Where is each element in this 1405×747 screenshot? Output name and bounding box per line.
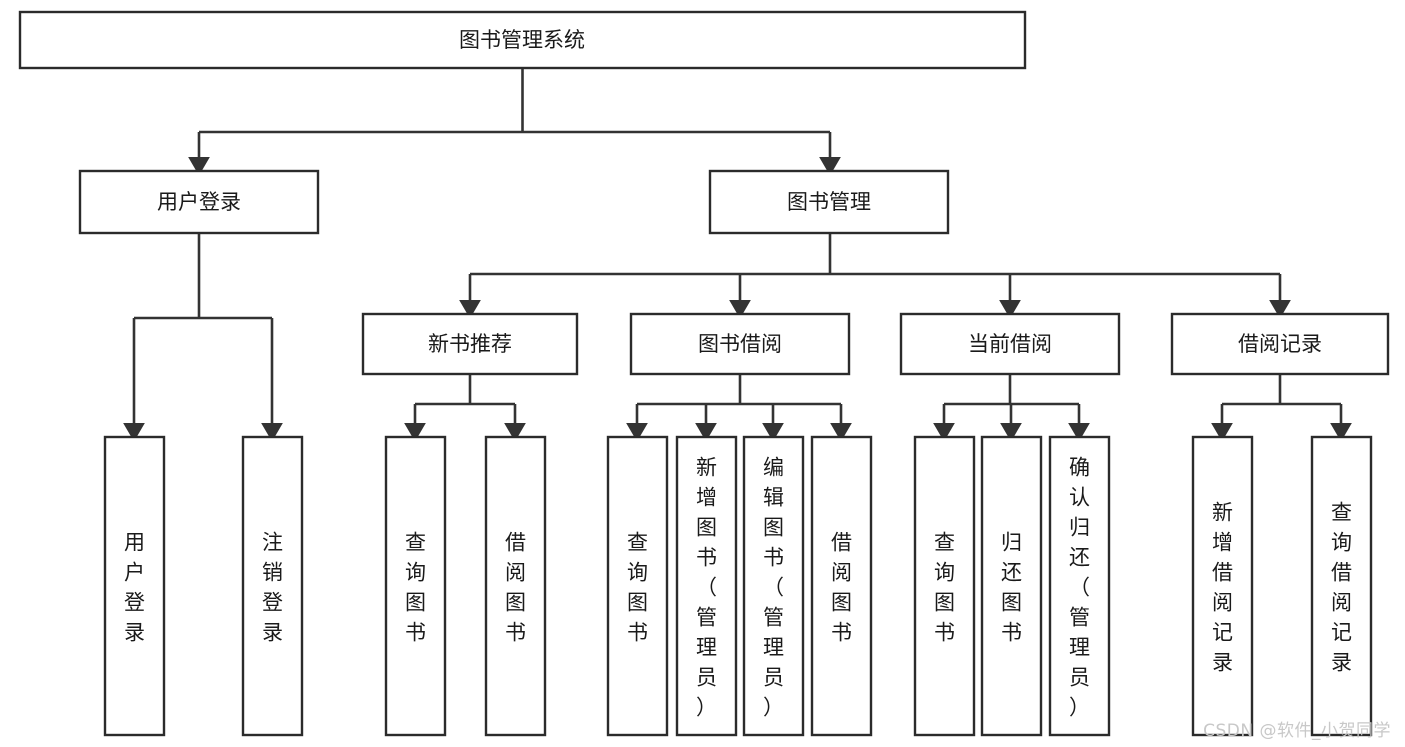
leaf-confirm-return-admin-label: 确认归还（管理员）: [1069, 455, 1090, 719]
node-current-borrow[interactable]: 当前借阅: [899, 312, 1121, 376]
leaf-logout-box[interactable]: [241, 435, 304, 737]
leaf-user-login-label: 用户登录: [124, 530, 145, 644]
node-book-borrow-box[interactable]: [629, 312, 851, 376]
leaf-borrow-book-recommend-label: 借阅图书: [505, 530, 526, 644]
leaf-node-query-book-recommend[interactable]: 查询图书: [384, 435, 447, 737]
connector-group-new-book-recommend: [404, 374, 526, 442]
leaf-borrow-book-box[interactable]: [810, 435, 873, 737]
leaf-node-edit-book-admin[interactable]: 编辑图书（管理员）: [742, 435, 805, 737]
csdn-watermark: CSDN @软件_小贺同学: [1203, 721, 1391, 741]
leaf-node-return-book[interactable]: 归还图书: [980, 435, 1043, 737]
leaf-query-book-recommend-label: 查询图书: [405, 530, 426, 644]
leaf-confirm-return-admin-box[interactable]: [1048, 435, 1111, 737]
node-book-management-box[interactable]: [708, 169, 950, 235]
leaf-borrow-book-label: 借阅图书: [831, 530, 852, 644]
leaf-node-query-book-borrow[interactable]: 查询图书: [606, 435, 669, 737]
leaf-add-borrow-record-label: 新增借阅记录: [1212, 500, 1233, 674]
leaf-node-confirm-return-admin[interactable]: 确认归还（管理员）: [1048, 435, 1111, 737]
node-borrow-record[interactable]: 借阅记录: [1170, 312, 1390, 376]
leaf-logout-label: 注销登录: [262, 530, 283, 644]
connector-group-user-login: [123, 233, 283, 442]
node-borrow-record-box[interactable]: [1170, 312, 1390, 376]
leaf-node-user-login[interactable]: 用户登录: [103, 435, 166, 737]
leaf-node-add-book-admin[interactable]: 新增图书（管理员）: [675, 435, 738, 737]
connector-group-current-borrow: [933, 374, 1090, 442]
leaf-query-book-current-label: 查询图书: [934, 530, 955, 644]
node-book-borrow[interactable]: 图书借阅: [629, 312, 851, 376]
leaf-add-borrow-record-box[interactable]: [1191, 435, 1254, 737]
leaf-return-book-label: 归还图书: [1001, 530, 1022, 644]
node-new-book-recommend[interactable]: 新书推荐: [361, 312, 579, 376]
leaf-edit-book-admin-label: 编辑图书（管理员）: [763, 455, 784, 719]
node-new-book-recommend-box[interactable]: [361, 312, 579, 376]
leaf-query-book-current-box[interactable]: [913, 435, 976, 737]
node-current-borrow-box[interactable]: [899, 312, 1121, 376]
leaf-node-borrow-book-recommend[interactable]: 借阅图书: [484, 435, 547, 737]
node-root-label: 图书管理系统: [459, 28, 585, 52]
node-borrow-record-label: 借阅记录: [1238, 332, 1322, 356]
connector-group-root: [188, 68, 841, 176]
node-user-login-box[interactable]: [78, 169, 320, 235]
node-book-management-label: 图书管理: [787, 190, 871, 214]
leaf-add-book-admin-box[interactable]: [675, 435, 738, 737]
leaf-node-borrow-book[interactable]: 借阅图书: [810, 435, 873, 737]
leaf-edit-book-admin-box[interactable]: [742, 435, 805, 737]
node-root[interactable]: 图书管理系统: [18, 10, 1027, 70]
node-root-box[interactable]: [18, 10, 1027, 70]
leaf-node-logout[interactable]: 注销登录: [241, 435, 304, 737]
leaf-return-book-box[interactable]: [980, 435, 1043, 737]
leaf-add-book-admin-label: 新增图书（管理员）: [696, 455, 717, 719]
node-user-login[interactable]: 用户登录: [78, 169, 320, 235]
leaf-query-borrow-record-label: 查询借阅记录: [1331, 500, 1352, 674]
leaf-node-query-borrow-record[interactable]: 查询借阅记录: [1310, 435, 1373, 737]
leaf-node-add-borrow-record[interactable]: 新增借阅记录: [1191, 435, 1254, 737]
leaf-query-borrow-record-box[interactable]: [1310, 435, 1373, 737]
leaf-borrow-book-recommend-box[interactable]: [484, 435, 547, 737]
leaf-query-book-borrow-label: 查询图书: [627, 530, 648, 644]
connector-group-borrow-record: [1211, 374, 1352, 442]
connector-group-book-management: [459, 233, 1291, 319]
node-user-login-label: 用户登录: [157, 190, 241, 214]
leaf-user-login-box[interactable]: [103, 435, 166, 737]
connector-group-book-borrow: [626, 374, 852, 442]
node-book-borrow-label: 图书借阅: [698, 332, 782, 356]
node-book-management[interactable]: 图书管理: [708, 169, 950, 235]
node-current-borrow-label: 当前借阅: [968, 332, 1052, 356]
leaf-query-book-recommend-box[interactable]: [384, 435, 447, 737]
node-new-book-recommend-label: 新书推荐: [428, 332, 512, 356]
leaf-query-book-borrow-box[interactable]: [606, 435, 669, 737]
leaf-node-query-book-current[interactable]: 查询图书: [913, 435, 976, 737]
